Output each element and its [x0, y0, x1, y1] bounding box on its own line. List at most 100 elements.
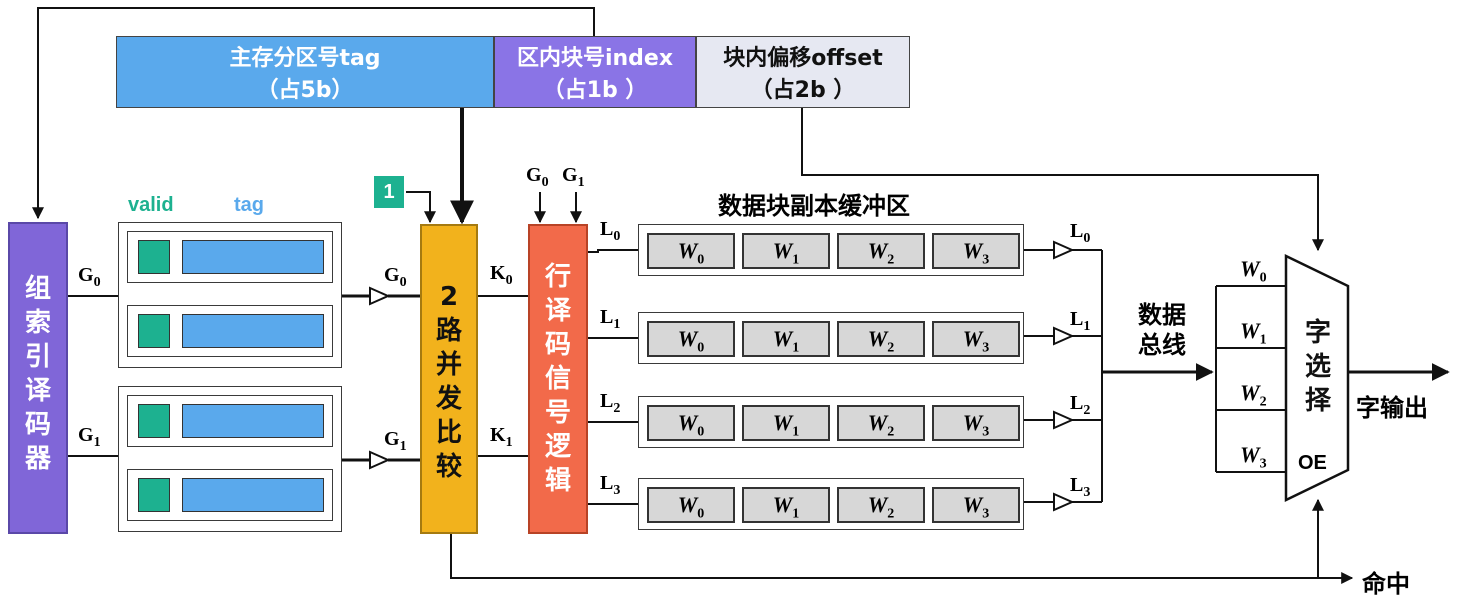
tag-cell	[182, 240, 324, 274]
label-char: 译	[24, 376, 51, 406]
word-select-input-0: W0	[1240, 256, 1267, 286]
comparator-input-g1: G1	[384, 428, 407, 454]
row-line-label-2: L2	[600, 390, 621, 416]
label-char: 行	[544, 262, 571, 292]
label-char: 逻	[544, 432, 571, 462]
cache-line-entry	[127, 395, 333, 447]
row-decoder-input-g0: G0	[526, 164, 549, 190]
word-select-label: 字选择	[1298, 316, 1338, 418]
word-cell: W1	[742, 233, 830, 269]
row-line-label-3: L3	[600, 472, 621, 498]
word-cell: W2	[837, 233, 925, 269]
comparator-input-g0: G0	[384, 264, 407, 290]
tag-cell	[182, 314, 324, 348]
row-line-label-1: L1	[600, 306, 621, 332]
tag-field-name: 主存分区号tag	[229, 46, 381, 71]
bus-line-label-3: L3	[1070, 474, 1091, 500]
label-char: 引	[24, 342, 51, 372]
word-cell: W3	[932, 405, 1020, 441]
label-char: 组	[24, 274, 51, 304]
word-cell: W3	[932, 487, 1020, 523]
group-line-g1: G1	[78, 424, 101, 450]
index-field-bits: （占1b ）	[542, 78, 648, 103]
index-field: 区内块号index （占1b ）	[494, 36, 696, 108]
label-char: 号	[544, 398, 571, 428]
label-char: 2	[439, 282, 459, 312]
label-char: 较	[435, 452, 462, 482]
bus-line-label-0: L0	[1070, 220, 1091, 246]
two-way-comparator: 2 路并发比较	[420, 224, 478, 534]
cache-line-entry	[127, 305, 333, 357]
group-index-decoder: 组索引译码器	[8, 222, 68, 534]
word-select-input-3: W3	[1240, 442, 1267, 472]
valid-header: valid	[128, 194, 174, 216]
word-cell: W1	[742, 405, 830, 441]
label-char: 索	[24, 308, 51, 338]
word-select-input-2: W2	[1240, 380, 1267, 410]
offset-field-name: 块内偏移offset	[723, 46, 883, 71]
word-cell: W2	[837, 405, 925, 441]
valid-bit	[138, 314, 170, 348]
tag-cell	[182, 478, 324, 512]
group-decoder-label: 组索引译码器	[10, 272, 66, 476]
tag-field: 主存分区号tag （占5b）	[116, 36, 494, 108]
word-output-label: 字输出	[1356, 394, 1428, 422]
label-char: 择	[1304, 386, 1331, 416]
word-cell: W0	[647, 487, 735, 523]
row-decoder-label: 行译码信号逻辑	[530, 260, 586, 498]
buffer-title: 数据块副本缓冲区	[718, 192, 910, 220]
label-char: 字	[1304, 318, 1331, 348]
comparator-output-k0: K0	[490, 262, 513, 288]
word-cell: W3	[932, 321, 1020, 357]
valid-bit	[138, 240, 170, 274]
word-cell: W0	[647, 405, 735, 441]
constant-one-badge: 1	[374, 176, 404, 208]
valid-bit	[138, 404, 170, 438]
label-char: 译	[544, 296, 571, 326]
row-line-label-0: L0	[600, 218, 621, 244]
word-cell: W3	[932, 233, 1020, 269]
comparator-output-k1: K1	[490, 424, 513, 450]
label-char: 并	[435, 350, 462, 380]
cache-set-1	[118, 386, 342, 532]
word-cell: W1	[742, 487, 830, 523]
group-line-g0: G0	[78, 264, 101, 290]
label-char: 发	[435, 384, 462, 414]
cache-line-entry	[127, 469, 333, 521]
offset-field-bits: （占2b ）	[750, 78, 856, 103]
label-char: 器	[24, 444, 51, 474]
row-decode-logic: 行译码信号逻辑	[528, 224, 588, 534]
offset-field: 块内偏移offset （占2b ）	[696, 36, 910, 108]
word-cell: W0	[647, 321, 735, 357]
cache-set-0	[118, 222, 342, 368]
hit-label: 命中	[1362, 570, 1410, 598]
label-char: 比	[435, 418, 462, 448]
label-char: 选	[1304, 352, 1331, 382]
tag-header: tag	[234, 194, 264, 216]
word-cell: W1	[742, 321, 830, 357]
label-char: 路	[435, 316, 462, 346]
bus-line-label-2: L2	[1070, 392, 1091, 418]
word-cell: W0	[647, 233, 735, 269]
tag-field-bits: （占5b）	[256, 78, 354, 103]
word-cell: W2	[837, 321, 925, 357]
bus-line-label-1: L1	[1070, 308, 1091, 334]
comparator-label: 2 路并发比较	[422, 280, 476, 484]
label-char: 信	[544, 364, 571, 394]
label-char: 码	[544, 330, 571, 360]
word-select-input-1: W1	[1240, 318, 1267, 348]
index-field-name: 区内块号index	[516, 46, 674, 71]
valid-bit	[138, 478, 170, 512]
label-char: 码	[24, 410, 51, 440]
cache-line-entry	[127, 231, 333, 283]
output-enable-label: OE	[1298, 452, 1327, 474]
label-char: 辑	[544, 466, 571, 496]
tag-cell	[182, 404, 324, 438]
word-cell: W2	[837, 487, 925, 523]
